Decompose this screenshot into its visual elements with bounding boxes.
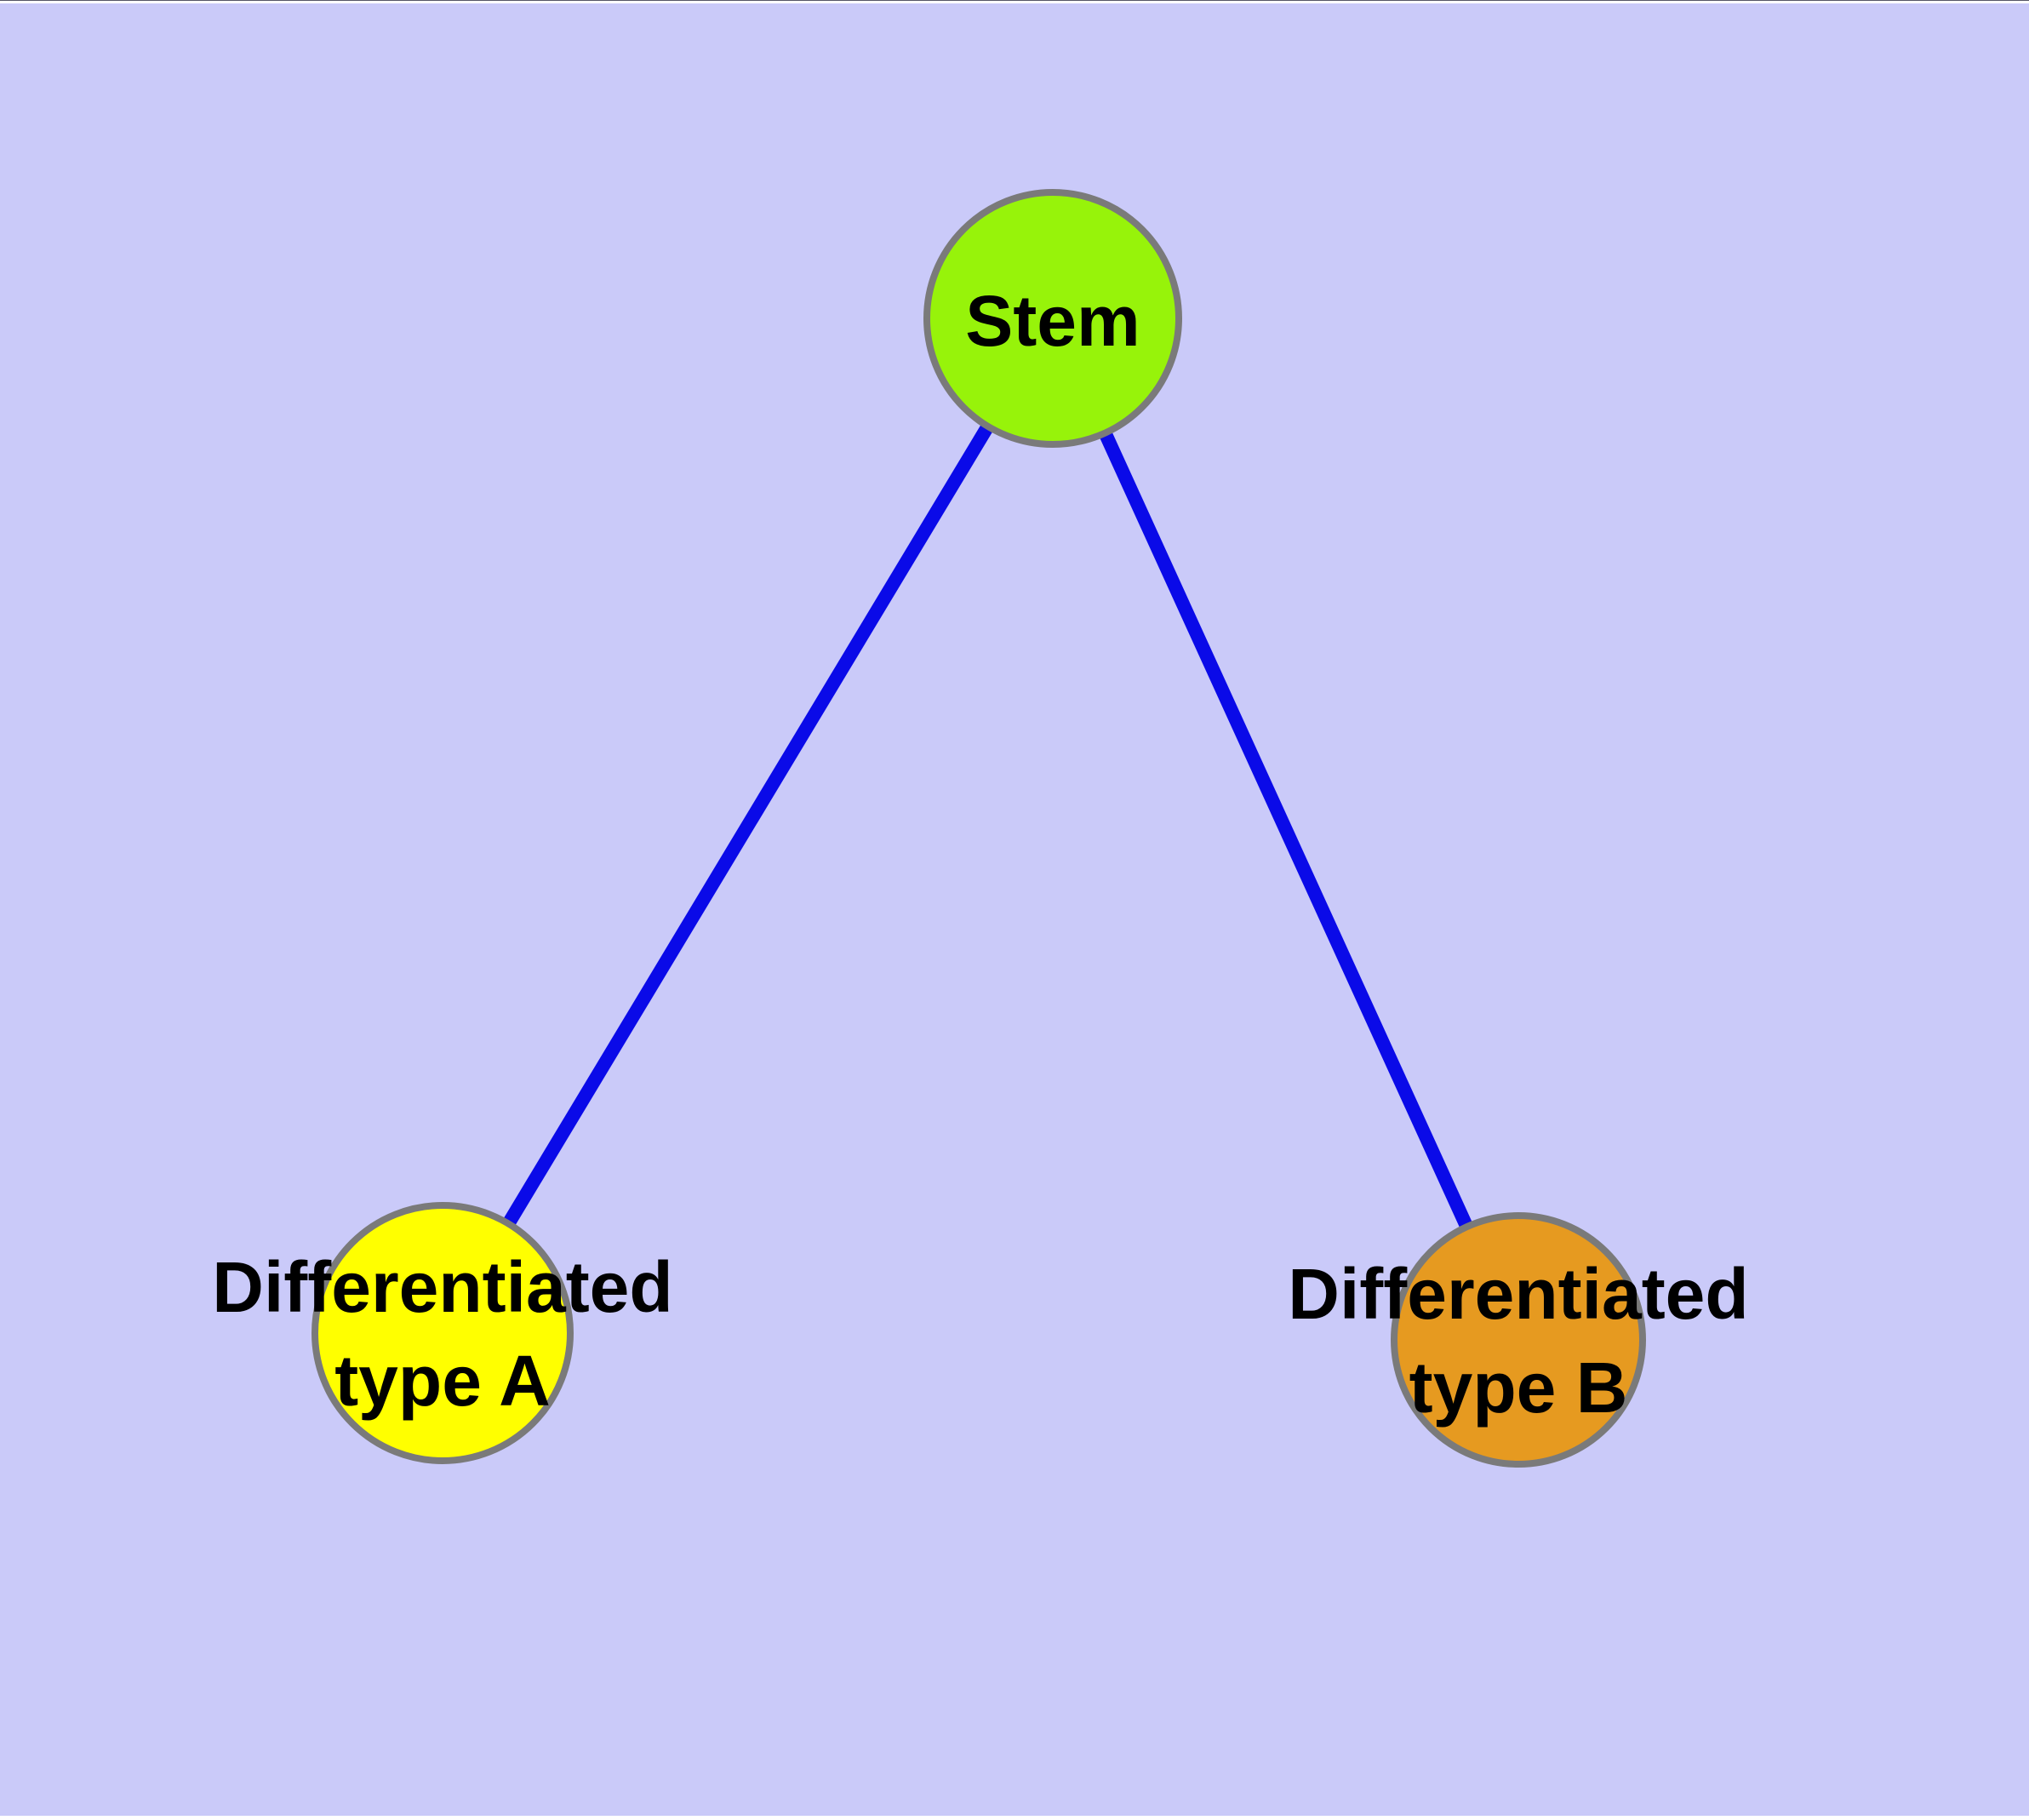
edge-stem-to-type-a bbox=[437, 314, 1059, 1337]
node-differentiated-type-a bbox=[311, 1202, 574, 1464]
node-type-a-label-line1: Differentiated bbox=[212, 1247, 672, 1327]
node-type-b-label-line1: Differentiated bbox=[1288, 1254, 1748, 1334]
bottom-edge-strip bbox=[0, 1816, 2029, 1820]
edge-stem-to-type-b bbox=[1046, 315, 1525, 1343]
node-stem bbox=[923, 189, 1182, 448]
top-edge-strip bbox=[0, 0, 2029, 3]
node-stem-label: Stem bbox=[965, 281, 1140, 361]
node-type-a-label-line2: type A bbox=[334, 1341, 551, 1421]
node-type-b-label-line2: type B bbox=[1409, 1348, 1628, 1428]
node-differentiated-type-b bbox=[1391, 1212, 1646, 1468]
